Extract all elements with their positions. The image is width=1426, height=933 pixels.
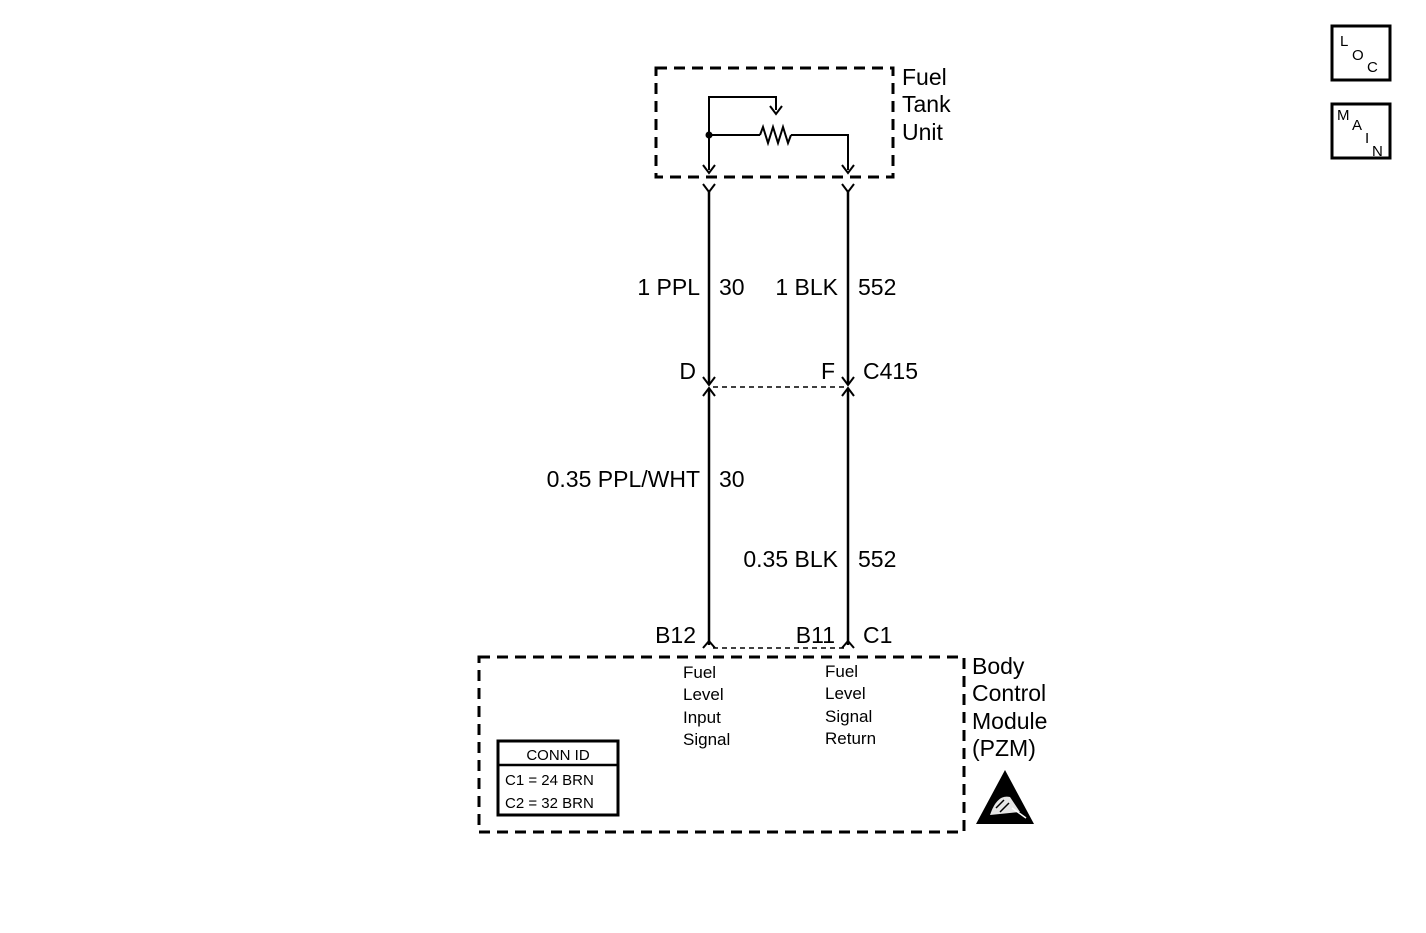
c415-name: C415 <box>863 358 918 384</box>
wire-30-upper-circuit: 30 <box>719 274 745 300</box>
c415-pin-d: D <box>679 358 696 384</box>
wire-552-lower-circuit: 552 <box>858 546 896 572</box>
fuel-tank-unit-box <box>654 66 895 179</box>
loc-button[interactable]: L O C <box>1330 24 1392 82</box>
tank-connector-terminals <box>702 183 855 194</box>
loc-letter-c: C <box>1367 59 1378 76</box>
bcm-pin-right-desc-1: Fuel <box>825 662 858 681</box>
bcm-pin-b12: B12 <box>655 622 696 648</box>
bcm-pin-b11: B11 <box>796 622 835 648</box>
fuel-tank-unit-label-2: Tank <box>902 91 951 117</box>
main-letter-n: N <box>1372 143 1383 160</box>
fuel-tank-unit-label-3: Unit <box>902 119 944 145</box>
bcm-connector-name: C1 <box>863 622 892 648</box>
bcm-label-2: Control <box>972 680 1046 706</box>
wire-552-upper-color: 1 BLK <box>775 274 838 300</box>
bcm-connector-c1 <box>702 639 855 649</box>
main-letter-a: A <box>1352 117 1362 134</box>
conn-id-title: CONN ID <box>526 747 590 764</box>
bcm-label-1: Body <box>972 653 1025 679</box>
loc-letter-o: O <box>1352 47 1364 64</box>
wire-552-upper-circuit: 552 <box>858 274 896 300</box>
loc-letter-l: L <box>1340 33 1348 50</box>
conn-id-row-1: C1 = 24 BRN <box>505 772 594 789</box>
wire-30-upper-color: 1 PPL <box>637 274 700 300</box>
bcm-box <box>477 655 966 834</box>
bcm-pin-left-desc-3: Input <box>683 708 721 727</box>
main-letter-m: M <box>1337 107 1350 124</box>
c415-pin-f: F <box>821 358 835 384</box>
esd-warning-icon <box>976 770 1034 824</box>
bcm-pin-left-desc-2: Level <box>683 685 724 704</box>
conn-id-row-2: C2 = 32 BRN <box>505 795 594 812</box>
main-button[interactable]: M A I N <box>1330 102 1392 160</box>
wire-30-lower-color: 0.35 PPL/WHT <box>547 466 700 492</box>
fuel-tank-unit-label-1: Fuel <box>902 64 947 90</box>
bcm-pin-left-desc-1: Fuel <box>683 663 716 682</box>
bcm-label-4: (PZM) <box>972 735 1036 761</box>
bcm-pin-right-desc-3: Signal <box>825 707 872 726</box>
bcm-pin-left-desc-4: Signal <box>683 730 730 749</box>
wire-30-lower-circuit: 30 <box>719 466 745 492</box>
wire-552-lower-color: 0.35 BLK <box>743 546 838 572</box>
bcm-label-3: Module <box>972 708 1047 734</box>
conn-id-table: CONN ID C1 = 24 BRN C2 = 32 BRN <box>496 739 620 817</box>
bcm-pin-right-desc-4: Return <box>825 729 876 748</box>
bcm-pin-right-desc-2: Level <box>825 684 866 703</box>
connector-c415 <box>702 376 855 397</box>
fuel-level-sensor-icon <box>702 96 855 175</box>
main-letter-i: I <box>1365 130 1369 147</box>
